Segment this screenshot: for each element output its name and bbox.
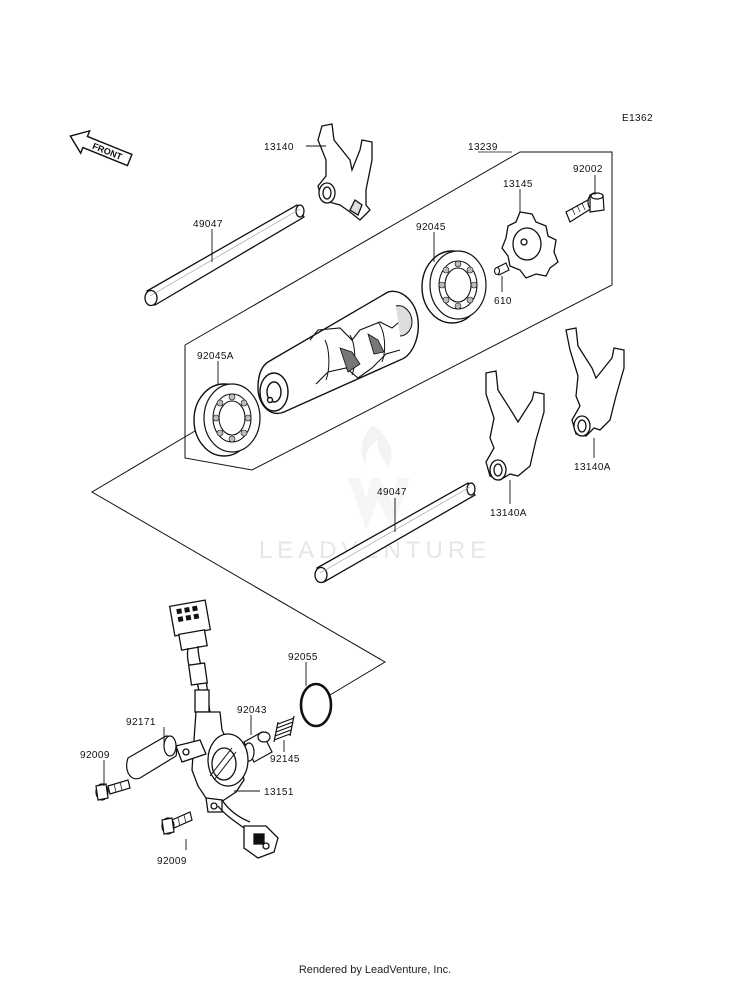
label-49047-bottom: 49047: [377, 487, 407, 498]
leader-bracket: [91, 427, 386, 696]
label-92002: 92002: [573, 164, 603, 175]
label-13140: 13140: [264, 142, 294, 153]
shift-fork-13140: [317, 123, 373, 221]
label-92045A: 92045A: [197, 351, 234, 362]
front-arrow-icon: FRONT: [69, 129, 133, 167]
bearing-92045: [421, 250, 487, 324]
shift-drum-13239: [257, 290, 419, 415]
sensor-13151: [168, 599, 279, 859]
bearing-92045A: [193, 383, 261, 457]
label-13140A-mid: 13140A: [490, 508, 527, 519]
leader-lines: [103, 145, 596, 850]
label-92055: 92055: [288, 652, 318, 663]
label-49047-top: 49047: [193, 219, 223, 230]
o-ring-92055: [299, 682, 333, 728]
label-13239: 13239: [468, 142, 498, 153]
label-92171: 92171: [126, 717, 156, 728]
shift-fork-13140A-right: [565, 327, 625, 437]
gear-13145: [501, 211, 559, 279]
label-13151: 13151: [264, 787, 294, 798]
label-13145: 13145: [503, 179, 533, 190]
label-92009-top: 92009: [80, 750, 110, 761]
bolt-92002: [565, 192, 605, 223]
assembly-outline-13239: [184, 151, 613, 471]
bolt-92009-bottom: [161, 811, 193, 835]
pin-92043: [243, 731, 273, 763]
label-92043: 92043: [237, 705, 267, 716]
label-92045: 92045: [416, 222, 446, 233]
label-13140A-right: 13140A: [574, 462, 611, 473]
shaft-49047-top: [144, 204, 305, 307]
shaft-49047-bottom: [314, 482, 476, 584]
pin-610: [493, 262, 510, 276]
bolt-92009-top: [95, 779, 131, 801]
label-610: 610: [494, 296, 512, 307]
label-92009-bottom: 92009: [157, 856, 187, 867]
diagram-code: E1362: [622, 113, 653, 124]
footer-credit: Rendered by LeadVenture, Inc.: [298, 964, 452, 976]
watermark-logo: [348, 425, 410, 530]
spring-92145: [273, 715, 295, 743]
label-92145: 92145: [270, 754, 300, 765]
collar-92171: [126, 735, 178, 780]
shift-fork-13140A-mid: [485, 370, 545, 481]
